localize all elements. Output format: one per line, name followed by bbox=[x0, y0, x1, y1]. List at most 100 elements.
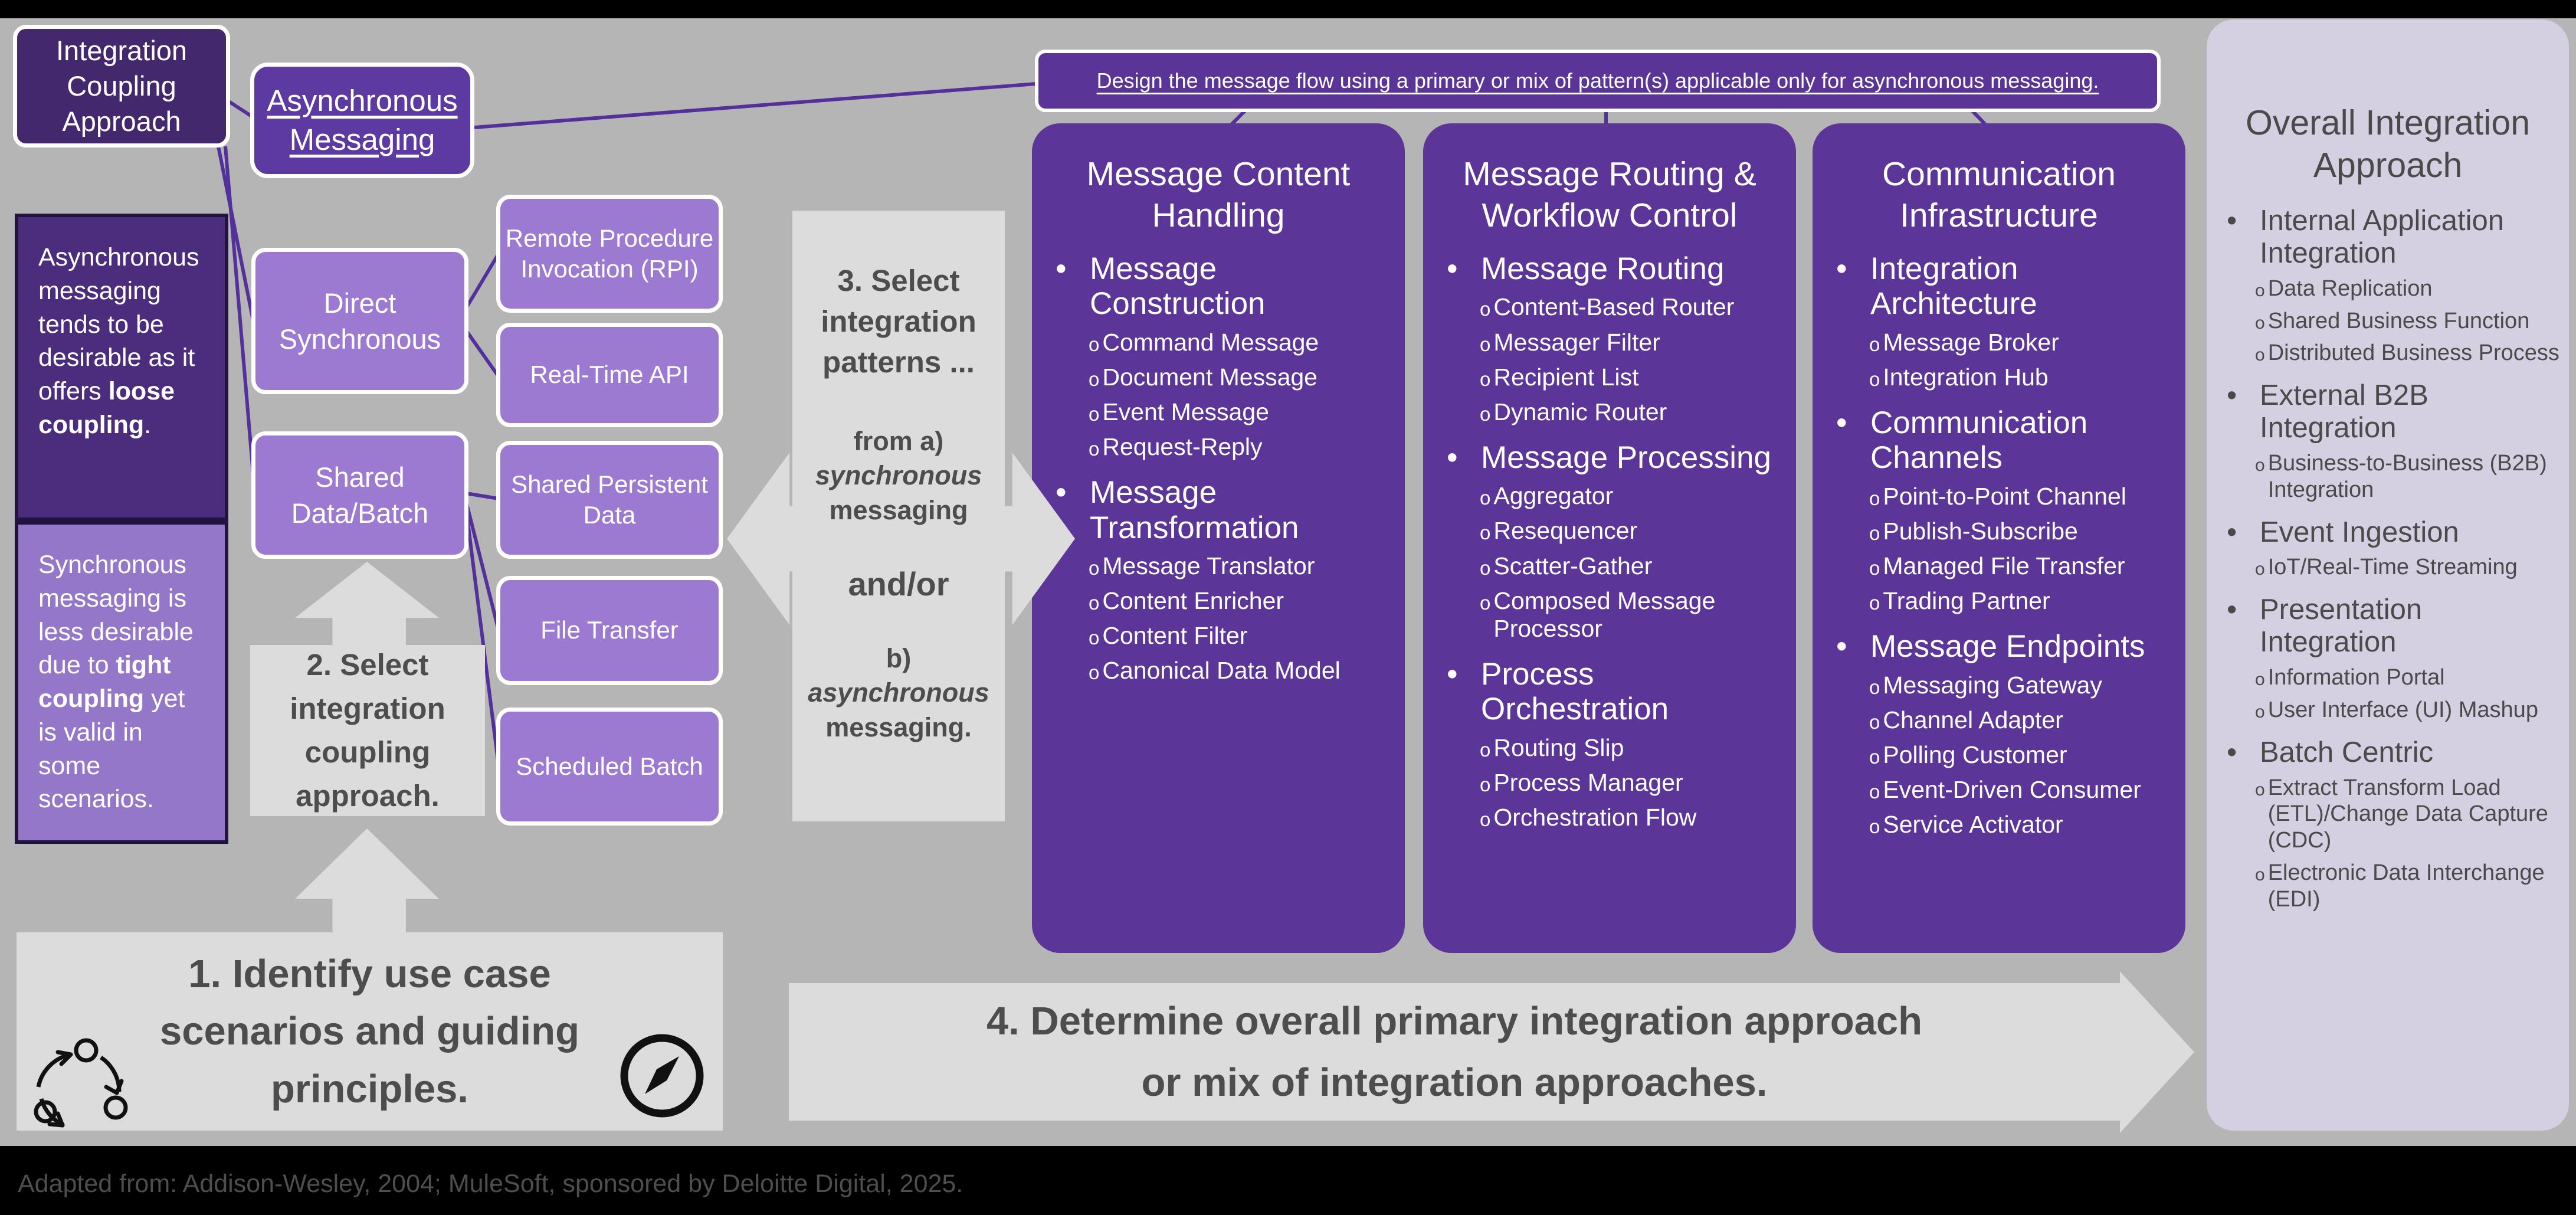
shared-data-batch-box: Shared Data/Batch bbox=[251, 431, 468, 559]
compass-icon bbox=[620, 1034, 704, 1118]
circle-bullet-icon: o bbox=[2255, 313, 2265, 333]
scheduled-batch-label: Scheduled Batch bbox=[516, 752, 703, 780]
step3-from-a: from a) bbox=[853, 425, 944, 456]
bullet-icon: • bbox=[1447, 251, 1458, 287]
bullet-item-label: Request-Reply bbox=[1102, 433, 1263, 461]
bullet-heading: •Communication Channels bbox=[1836, 405, 2171, 476]
bullet-item-label: Business-to-Business (B2B) Integration bbox=[2267, 450, 2547, 502]
design-flow-banner: Design the message flow using a primary … bbox=[1035, 50, 2161, 112]
text-line: 4. Determine overall primary integration… bbox=[986, 998, 1923, 1043]
circle-bullet-icon: o bbox=[1480, 298, 1491, 320]
circle-bullet-icon: o bbox=[1480, 522, 1491, 544]
bullet-item-label: Recipient List bbox=[1493, 363, 1639, 391]
bullet-icon: • bbox=[2227, 379, 2237, 412]
bullet-item-label: Resequencer bbox=[1493, 517, 1638, 545]
bullet-heading-label: Presentation Integration bbox=[2260, 594, 2423, 659]
bullet-item-label: Distributed Business Process bbox=[2267, 340, 2559, 366]
column-communication-infrastructure: Communication Infrastructure •Integratio… bbox=[1813, 123, 2185, 953]
direct-synchronous-label: Direct Synchronous bbox=[278, 287, 441, 355]
bullet-item-label: Event Message bbox=[1102, 398, 1269, 426]
circle-bullet-icon: o bbox=[2255, 559, 2265, 579]
step2-label: 2. Select integration coupling approach. bbox=[290, 648, 445, 813]
bullet-item-label: Command Message bbox=[1102, 328, 1319, 356]
rpi-label: Remote Procedure Invocation (RPI) bbox=[505, 224, 714, 283]
text-line: scenarios and guiding bbox=[159, 1009, 580, 1054]
circle-bullet-icon: o bbox=[1869, 745, 1880, 768]
bullet-heading: • Batch Centric bbox=[2227, 736, 2561, 769]
bullet-icon: • bbox=[2227, 204, 2237, 237]
asynchronous-messaging-box: Asynchronous Messaging bbox=[250, 63, 474, 178]
circle-bullet-icon: o bbox=[2255, 345, 2265, 365]
shared-persistent-data-box: Shared Persistent Data bbox=[496, 441, 723, 559]
cycle-icon bbox=[34, 1038, 128, 1128]
circle-bullet-icon: o bbox=[1869, 333, 1880, 355]
circle-bullet-icon: o bbox=[1480, 591, 1491, 614]
bullet-icon: • bbox=[1056, 251, 1067, 287]
async-note-bold: loose coupling bbox=[38, 377, 175, 439]
bullet-item-label: Content Enricher bbox=[1102, 587, 1284, 615]
circle-bullet-icon: o bbox=[2255, 280, 2265, 300]
bullet-heading: •Integration Architecture bbox=[1836, 251, 2171, 322]
bullet-icon: • bbox=[2227, 736, 2237, 768]
bullet-item-label: User Interface (UI) Mashup bbox=[2267, 697, 2538, 722]
bullet-item-label: Data Replication bbox=[2267, 276, 2433, 301]
bullet-item-label: Messaging Gateway bbox=[1883, 671, 2102, 699]
step3-heading: 3. Select integration patterns ... bbox=[821, 264, 976, 379]
bullet-item-label: Integration Hub bbox=[1883, 363, 2049, 391]
circle-bullet-icon: o bbox=[1869, 557, 1880, 579]
direct-synchronous-box: Direct Synchronous bbox=[251, 248, 468, 394]
step2-box: 2. Select integration coupling approach. bbox=[250, 645, 485, 816]
bullet-icon: • bbox=[1056, 475, 1067, 510]
circle-bullet-icon: o bbox=[1869, 710, 1880, 733]
step3-option-b: b) asynchronous messaging. bbox=[808, 641, 989, 745]
real-time-api-label: Real-Time API bbox=[530, 361, 689, 389]
source-caption: Adapted from: Addison-Wesley, 2004; Mule… bbox=[18, 1170, 963, 1198]
overall-integration-approach-panel: Overall Integration Approach •Internal A… bbox=[2207, 19, 2569, 1131]
async-note-box: Asynchronous messaging tends to be desir… bbox=[15, 214, 228, 521]
bullet-item-label: Extract Transform Load (ETL)/Change Data… bbox=[2267, 775, 2548, 853]
circle-bullet-icon: o bbox=[1869, 368, 1880, 390]
bullet-icon: • bbox=[1836, 405, 1847, 441]
bullet-heading: •Message Endpoints bbox=[1836, 629, 2171, 664]
column-title: Message Content Handling bbox=[1086, 155, 1351, 234]
async-note-pre: Asynchronous messaging tends to be desir… bbox=[38, 243, 199, 405]
shared-persistent-data-label: Shared Persistent Data bbox=[511, 470, 708, 529]
bullet-item-label: Orchestration Flow bbox=[1493, 804, 1697, 831]
circle-bullet-icon: o bbox=[1869, 676, 1880, 698]
bullet-heading-label: Batch Centric bbox=[2260, 736, 2434, 768]
bullet-icon: • bbox=[2227, 516, 2237, 548]
bullet-item-label: Publish-Subscribe bbox=[1883, 517, 2078, 545]
bullet-heading: •Event Ingestion bbox=[2227, 516, 2561, 549]
bullet-heading: •Internal Application Integration bbox=[2227, 205, 2561, 270]
text-line: principles. bbox=[270, 1066, 469, 1111]
bullet-heading: •External B2B Integration bbox=[2227, 379, 2561, 444]
circle-bullet-icon: o bbox=[1480, 808, 1491, 831]
